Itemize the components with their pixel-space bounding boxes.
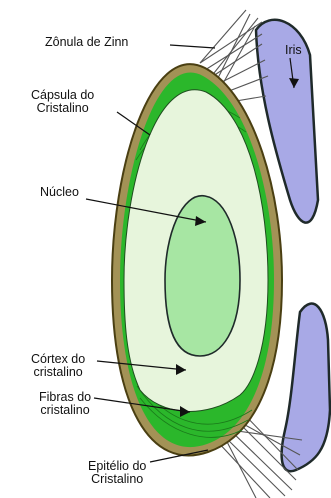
label-cortex-line2: cristalino [31, 366, 85, 379]
label-cortex: Córtex do cristalino [31, 353, 85, 379]
label-fibras-line2: cristalino [39, 404, 91, 417]
label-epitelio: Epitélio do Cristalino [88, 460, 146, 486]
iris-lower [282, 304, 330, 472]
label-capsula: Cápsula do Cristalino [31, 89, 94, 115]
lens-nucleus [165, 196, 240, 356]
label-nucleo: Núcleo [40, 186, 79, 199]
label-fibras: Fibras do cristalino [39, 391, 91, 417]
label-iris: Iris [285, 44, 302, 57]
label-epitelio-line2: Cristalino [88, 473, 146, 486]
label-zonula: Zônula de Zinn [45, 36, 128, 49]
label-capsula-line2: Cristalino [31, 102, 94, 115]
